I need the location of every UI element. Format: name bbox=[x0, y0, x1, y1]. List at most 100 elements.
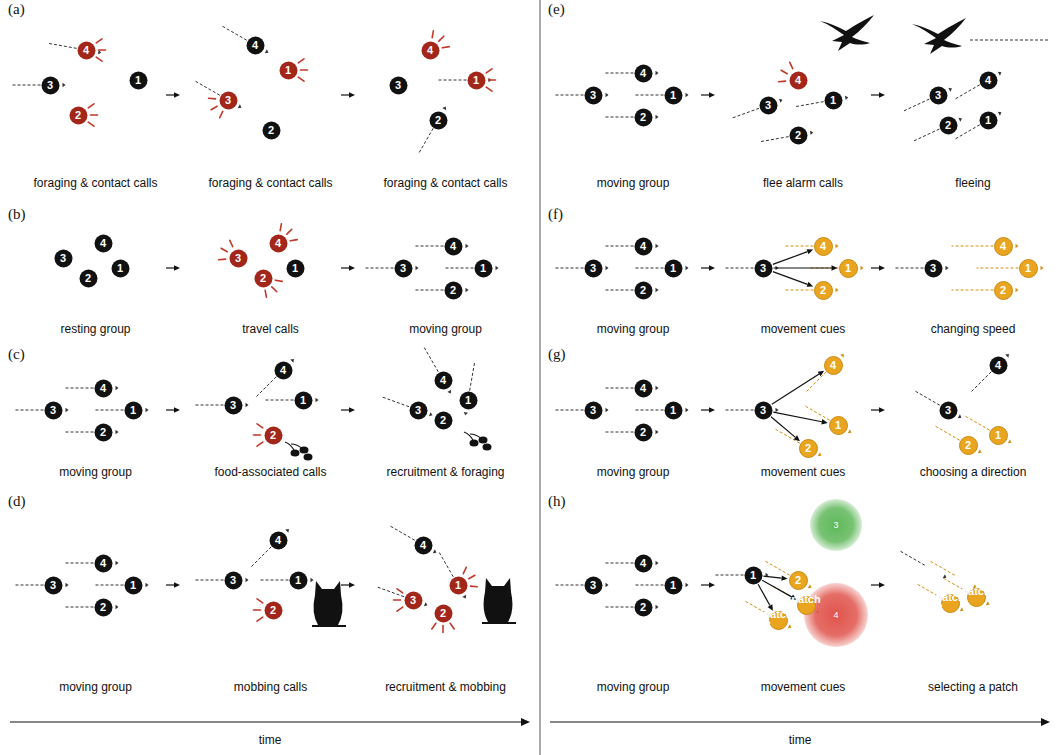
patch-shape bbox=[804, 583, 868, 647]
movement-trail bbox=[66, 607, 94, 608]
movement-trail bbox=[956, 85, 980, 99]
stage-arrow bbox=[341, 92, 355, 97]
arrow-shaft bbox=[701, 94, 709, 95]
movement-trail bbox=[606, 607, 634, 608]
movement-trail bbox=[446, 268, 474, 269]
individual-circle: 1 bbox=[744, 566, 763, 585]
individual-circle: 2 bbox=[429, 111, 448, 130]
circle-shape bbox=[434, 371, 452, 389]
berries-icon bbox=[464, 432, 492, 451]
individual-circle: 3 bbox=[389, 76, 408, 95]
movement-trail bbox=[66, 432, 94, 433]
individual-circle: 1 bbox=[474, 259, 493, 278]
movement-trail bbox=[391, 526, 415, 540]
individual-circle: 2 bbox=[634, 598, 653, 617]
heading-tip bbox=[311, 578, 314, 582]
call-mark bbox=[287, 229, 292, 234]
circle-shape bbox=[769, 611, 787, 629]
individual-circle: 3 bbox=[229, 249, 248, 268]
individual-number: 4 bbox=[434, 371, 453, 390]
individual-number: 2 bbox=[634, 598, 653, 617]
individual-circle: 2 bbox=[434, 604, 453, 623]
individual-circle: 3 bbox=[924, 259, 943, 278]
circle-shape bbox=[219, 91, 237, 109]
movement-trail bbox=[223, 26, 247, 40]
individual-number: 4 bbox=[246, 36, 265, 55]
heading-tip bbox=[810, 131, 813, 135]
call-mark bbox=[470, 585, 477, 587]
heading-tip bbox=[656, 244, 659, 248]
individual-circle: 3 bbox=[44, 576, 63, 595]
circle-shape bbox=[634, 554, 652, 572]
movement-trail bbox=[636, 95, 664, 96]
heading-tip bbox=[265, 49, 269, 53]
arrow-shaft bbox=[773, 412, 822, 422]
heading-tip bbox=[686, 408, 689, 412]
individual-circle: 2 bbox=[69, 106, 88, 125]
call-mark bbox=[439, 36, 444, 41]
heading-tip bbox=[656, 288, 659, 292]
individual-circle: 3 bbox=[224, 396, 243, 415]
individual-number: 2 bbox=[94, 423, 113, 442]
call-mark bbox=[450, 623, 454, 629]
individual-circle: 3 bbox=[219, 91, 238, 110]
movement-trail bbox=[556, 268, 584, 269]
individual-circle: 1 bbox=[824, 91, 843, 110]
movement-trail bbox=[66, 388, 94, 389]
call-mark bbox=[275, 280, 282, 281]
arrow-shaft bbox=[341, 409, 349, 410]
arrow-head bbox=[174, 92, 180, 97]
owl-body bbox=[314, 581, 343, 625]
call-mark bbox=[442, 47, 449, 48]
movement-trail bbox=[966, 416, 990, 430]
heading-tip bbox=[779, 99, 783, 103]
individual-number: 2 bbox=[634, 281, 653, 300]
heading-tip bbox=[1041, 266, 1044, 270]
individual-circle: 4 bbox=[634, 554, 653, 573]
owl-icon bbox=[482, 578, 516, 623]
individual-circle: 3 bbox=[394, 259, 413, 278]
circle-shape bbox=[989, 356, 1007, 374]
call-mark bbox=[257, 442, 263, 446]
individual-number: 1 bbox=[839, 259, 858, 278]
heading-tip bbox=[1008, 439, 1012, 443]
individual-number: patch A bbox=[797, 596, 816, 615]
stage-caption: changing speed bbox=[888, 322, 1058, 336]
heading-tip bbox=[686, 266, 689, 270]
individual-number: patch B bbox=[769, 611, 788, 630]
arrow-head bbox=[879, 582, 885, 587]
circle-shape bbox=[929, 86, 947, 104]
movement-trail bbox=[952, 290, 994, 291]
movement-trail bbox=[726, 268, 754, 269]
movement-trail bbox=[952, 246, 994, 247]
circle-shape bbox=[1019, 259, 1037, 277]
individual-circle: 3 bbox=[54, 249, 73, 268]
movement-trail bbox=[383, 397, 409, 407]
individual-circle: patch A bbox=[797, 596, 816, 615]
arrow-shaft bbox=[773, 272, 808, 285]
circle-shape bbox=[69, 106, 87, 124]
panel-letter: (h) bbox=[548, 493, 566, 510]
owl-icon bbox=[312, 581, 346, 626]
circle-shape bbox=[269, 531, 287, 549]
individual-number: 4 bbox=[414, 536, 433, 555]
individual-number: 3 bbox=[389, 76, 408, 95]
arrow-head bbox=[174, 265, 180, 270]
owl-body bbox=[484, 578, 513, 622]
individual-circle: patch B bbox=[769, 611, 788, 630]
circle-shape bbox=[44, 576, 62, 594]
stage-caption: foraging & contact calls bbox=[8, 176, 183, 190]
individual-number: 3 bbox=[754, 259, 773, 278]
heading-tip bbox=[656, 430, 659, 434]
individual-number: 2 bbox=[799, 439, 818, 458]
heading-tip bbox=[606, 266, 609, 270]
individual-number: 3 bbox=[759, 96, 778, 115]
heading-tip bbox=[656, 605, 659, 609]
movement-trail bbox=[726, 410, 754, 411]
individual-number: 1 bbox=[294, 391, 313, 410]
individual-number: 1 bbox=[664, 259, 683, 278]
individual-circle: 1 bbox=[286, 259, 305, 278]
call-mark bbox=[209, 98, 216, 100]
movement-trail bbox=[606, 117, 634, 118]
individual-circle: 2 bbox=[634, 108, 653, 127]
